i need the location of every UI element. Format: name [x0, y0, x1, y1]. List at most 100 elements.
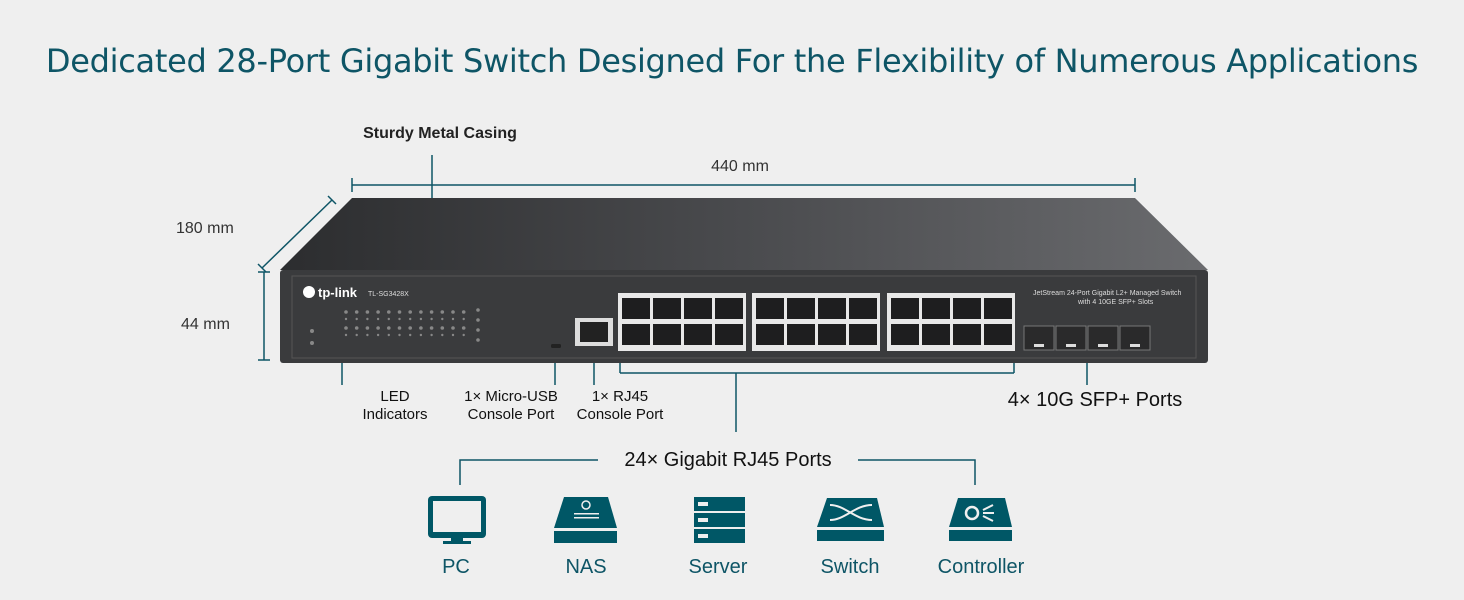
width-dimension: 440 mm	[711, 158, 769, 175]
port-led	[397, 310, 402, 314]
rj45-port	[922, 324, 950, 345]
page-title: Dedicated 28-Port Gigabit Switch Designe…	[45, 42, 1419, 80]
switch-icon	[817, 498, 884, 541]
app-label-pc: PC	[442, 556, 470, 578]
usb-callout-line2: Console Port	[467, 406, 555, 423]
port-led	[441, 333, 444, 337]
app-label-switch: Switch	[820, 556, 880, 578]
port-led	[366, 317, 369, 321]
port-led	[451, 317, 455, 321]
rj45-port	[622, 298, 650, 319]
port-led	[398, 333, 401, 337]
rj45-port	[653, 324, 681, 345]
server-icon	[694, 497, 745, 543]
port-led	[398, 317, 401, 321]
led-indicators	[310, 308, 480, 345]
port-led	[366, 333, 369, 337]
rj45-port	[953, 298, 981, 319]
port-led	[451, 333, 455, 337]
rj45-port	[684, 324, 712, 345]
port-led	[355, 333, 358, 337]
device-description-2: with 4 10GE SFP+ Slots	[1077, 299, 1154, 306]
port-led	[419, 310, 423, 314]
usb-callout-line1: 1× Micro-USB	[464, 388, 558, 405]
port-led	[387, 317, 390, 321]
rj45-ports-callout: 24× Gigabit RJ45 Ports	[624, 449, 832, 471]
device-description-1: JetStream 24-Port Gigabit L2+ Managed Sw…	[1033, 290, 1182, 297]
port-led	[387, 326, 391, 330]
rj45-port	[922, 298, 950, 319]
port-led	[409, 317, 412, 321]
port-led	[376, 317, 380, 321]
port-led	[344, 310, 348, 314]
rj45-ports	[618, 293, 1015, 351]
rj45-port	[653, 298, 681, 319]
pwr-led	[310, 329, 314, 333]
port-led	[344, 326, 348, 330]
sfp-led	[476, 318, 480, 322]
port-led	[461, 310, 466, 314]
rj45-console-callout-line2: Console Port	[576, 406, 664, 423]
sfp-led	[476, 308, 480, 312]
port-led	[462, 333, 465, 337]
controller-icon	[949, 498, 1012, 541]
rj45-port	[787, 324, 815, 345]
nas-icon	[554, 497, 617, 543]
port-led	[419, 317, 423, 321]
switch-top-casing	[280, 198, 1208, 270]
port-led	[397, 326, 402, 330]
brand-logo: tp-link	[318, 285, 358, 300]
sys-led	[310, 341, 314, 345]
app-label-controller: Controller	[937, 556, 1025, 578]
rj45-port	[984, 324, 1012, 345]
rj45-port	[984, 298, 1012, 319]
depth-dimension: 180 mm	[176, 220, 234, 237]
rj45-port	[849, 298, 877, 319]
port-led	[429, 326, 434, 330]
app-label-nas: NAS	[565, 556, 607, 578]
port-led	[451, 310, 455, 314]
port-led	[430, 317, 433, 321]
port-led	[354, 326, 359, 330]
port-led	[451, 326, 455, 330]
rj45-port	[891, 324, 919, 345]
monitor-icon	[428, 496, 486, 544]
sfp-ports	[1023, 325, 1151, 351]
rj45-port	[787, 298, 815, 319]
port-led	[387, 310, 391, 314]
port-led	[430, 333, 433, 337]
rj45-port	[891, 298, 919, 319]
port-led	[419, 333, 423, 337]
app-label-server: Server	[688, 556, 748, 578]
port-led	[409, 333, 412, 337]
port-led	[344, 317, 348, 321]
rj45-port	[953, 324, 981, 345]
sfp-led	[476, 338, 480, 342]
rj45-port	[715, 324, 743, 345]
port-led	[365, 310, 370, 314]
port-led	[387, 333, 390, 337]
casing-callout: Sturdy Metal Casing	[363, 125, 517, 142]
port-led	[376, 333, 380, 337]
rj45-port	[818, 324, 846, 345]
rj45-console-callout-line1: 1× RJ45	[591, 388, 649, 405]
port-led	[376, 310, 380, 314]
port-led	[408, 326, 413, 330]
sfp-led	[476, 328, 480, 332]
port-led	[419, 326, 423, 330]
port-led	[355, 317, 358, 321]
rj45-port	[849, 324, 877, 345]
rj45-port	[756, 298, 784, 319]
dimension-lines	[257, 155, 1136, 485]
port-led	[440, 310, 445, 314]
led-callout-line1: LED	[380, 388, 410, 405]
port-led	[344, 333, 348, 337]
port-led	[376, 326, 380, 330]
rj45-port	[684, 298, 712, 319]
port-led	[441, 317, 444, 321]
port-led	[462, 317, 465, 321]
micro-usb-port	[551, 344, 561, 348]
